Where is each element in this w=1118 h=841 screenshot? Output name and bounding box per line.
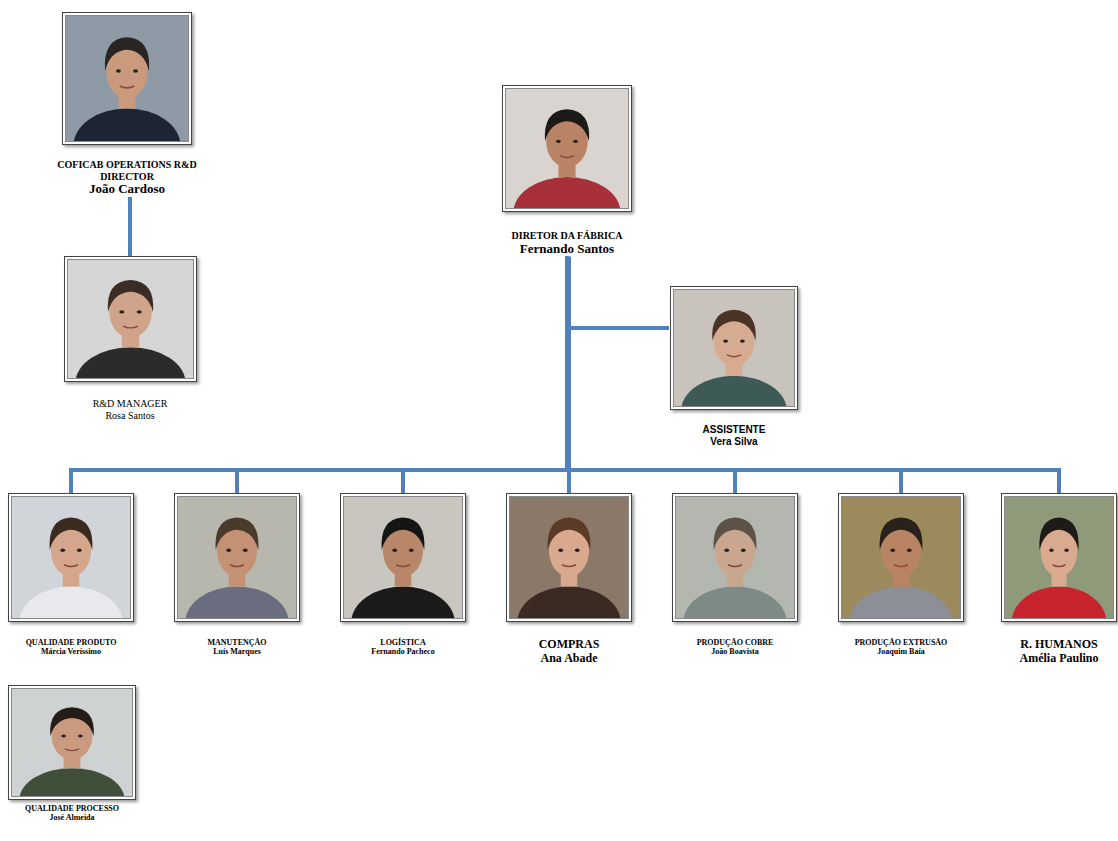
org-connector — [567, 256, 669, 328]
person-name: Amélia Paulino — [1000, 652, 1118, 666]
photo-frame — [670, 286, 798, 410]
photo-border — [509, 496, 629, 619]
org-person-box: MANUTENÇÃOLuís Marques — [162, 493, 312, 656]
photo-frame — [838, 493, 964, 622]
portrait-photo — [510, 497, 628, 618]
portrait-photo — [506, 89, 628, 208]
person-name: José Almeida — [0, 813, 147, 822]
job-title: QUALIDADE PRODUTO — [0, 638, 146, 647]
photo-border — [65, 15, 189, 142]
photo-frame — [340, 493, 466, 622]
org-person-box: PRODUÇÃO COBREJoão Boavista — [660, 493, 810, 656]
job-title: DIRETOR DA FÁBRICA — [482, 230, 652, 242]
person-name: Luís Marques — [162, 647, 312, 656]
org-person-box: QUALIDADE PROCESSOJosé Almeida — [0, 685, 147, 822]
org-person-box: COFICAB OPERATIONS R&D DIRECTORJoão Card… — [47, 12, 207, 197]
org-person-box: ASSISTENTEVera Silva — [669, 286, 799, 447]
portrait-photo — [674, 290, 794, 406]
person-name: Fernando Pacheco — [328, 647, 478, 656]
job-title: COFICAB OPERATIONS R&D DIRECTOR — [47, 159, 207, 182]
person-name: Ana Abade — [494, 652, 644, 666]
job-title: R. HUMANOS — [1000, 638, 1118, 652]
portrait-photo — [66, 16, 188, 141]
org-connector — [567, 256, 901, 493]
photo-border — [11, 688, 133, 797]
person-name: João Boavista — [660, 647, 810, 656]
photo-border — [675, 496, 795, 619]
photo-frame — [8, 493, 134, 622]
org-person-box: LOGÍSTICAFernando Pacheco — [328, 493, 478, 656]
photo-border — [343, 496, 463, 619]
org-connector — [403, 256, 567, 493]
org-person-box: R&D MANAGERRosa Santos — [55, 256, 205, 421]
photo-border — [841, 496, 961, 619]
portrait-photo — [842, 497, 960, 618]
job-title: ASSISTENTE — [669, 424, 799, 436]
org-person-box: R. HUMANOSAmélia Paulino — [1000, 493, 1118, 666]
photo-frame — [8, 685, 136, 800]
org-connector — [237, 256, 567, 493]
job-title: COMPRAS — [494, 638, 644, 652]
photo-frame — [506, 493, 632, 622]
job-title: QUALIDADE PROCESSO — [0, 804, 147, 813]
photo-border — [177, 496, 297, 619]
org-person-box: DIRETOR DA FÁBRICAFernando Santos — [482, 85, 652, 256]
job-title: LOGÍSTICA — [328, 638, 478, 647]
job-title: PRODUÇÃO EXTRUSÃO — [826, 638, 976, 647]
org-connector — [71, 256, 567, 493]
person-name: Márcia Veríssimo — [0, 647, 146, 656]
portrait-photo — [1005, 497, 1113, 618]
job-title: MANUTENÇÃO — [162, 638, 312, 647]
org-person-box: PRODUÇÃO EXTRUSÃOJoaquim Baía — [826, 493, 976, 656]
org-person-box: QUALIDADE PRODUTOMárcia Veríssimo — [0, 493, 146, 656]
portrait-photo — [178, 497, 296, 618]
photo-frame — [64, 256, 197, 382]
person-name: Fernando Santos — [482, 242, 652, 257]
portrait-photo — [344, 497, 462, 618]
org-connector — [128, 197, 132, 256]
photo-border — [1004, 496, 1114, 619]
photo-frame — [62, 12, 192, 145]
person-name: Vera Silva — [669, 436, 799, 448]
portrait-photo — [12, 689, 132, 796]
photo-frame — [1001, 493, 1117, 622]
photo-border — [11, 496, 131, 619]
person-name: João Cardoso — [47, 182, 207, 197]
photo-frame — [174, 493, 300, 622]
org-person-box: COMPRASAna Abade — [494, 493, 644, 666]
org-connector — [567, 256, 1059, 493]
photo-border — [67, 259, 194, 379]
portrait-photo — [12, 497, 130, 618]
job-title: R&D MANAGER — [55, 398, 205, 410]
photo-frame — [502, 85, 632, 212]
photo-border — [673, 289, 795, 407]
photo-frame — [672, 493, 798, 622]
person-name: Joaquim Baía — [826, 647, 976, 656]
job-title: PRODUÇÃO COBRE — [660, 638, 810, 647]
portrait-photo — [68, 260, 193, 378]
person-name: Rosa Santos — [55, 410, 205, 422]
portrait-photo — [676, 497, 794, 618]
photo-border — [505, 88, 629, 209]
